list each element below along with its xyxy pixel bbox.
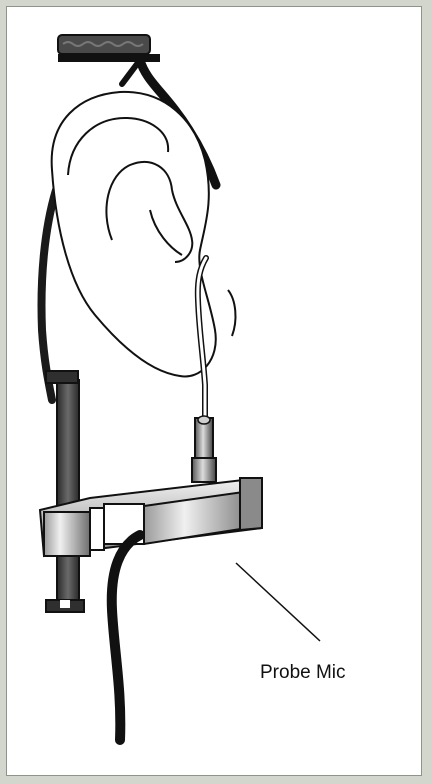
- probe-mic-label: Probe Mic: [260, 662, 346, 684]
- headband-bar: [58, 54, 160, 62]
- headband-pad: [58, 35, 150, 54]
- support-cable: [42, 190, 56, 400]
- mounting-post: [57, 380, 79, 605]
- microphone-cable: [112, 535, 140, 740]
- callout-leader: [236, 563, 320, 641]
